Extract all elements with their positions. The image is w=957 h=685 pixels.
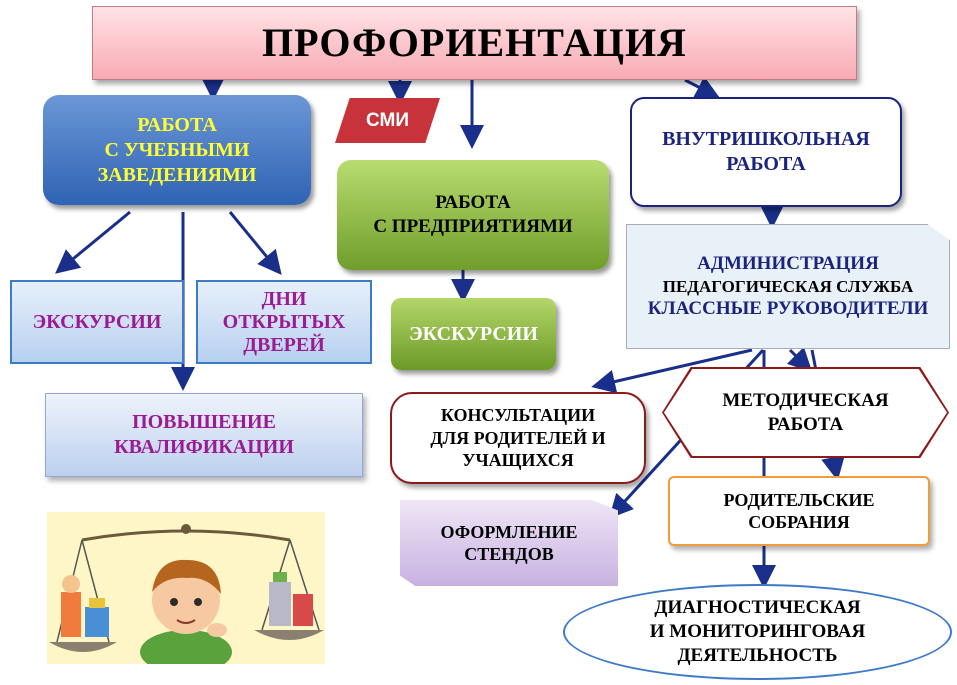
node-stands: ОФОРМЛЕНИЕ СТЕНДОВ [400, 500, 618, 586]
node-open-days: ДНИ ОТКРЫТЫХ ДВЕРЕЙ [196, 280, 372, 364]
node-label: МЕТОДИЧЕСКАЯ РАБОТА [722, 389, 889, 435]
admin-line-administration: АДМИНИСТРАЦИЯ [697, 253, 879, 275]
scales-child-illustration [47, 512, 325, 664]
page-title: ПРОФОРИЕНТАЦИЯ [92, 6, 857, 80]
node-label: РОДИТЕЛЬСКИЕ СОБРАНИЯ [723, 489, 875, 533]
admin-line-class-teachers: КЛАССНЫЕ РУКОВОДИТЕЛИ [647, 298, 929, 320]
node-excursions-schools: ЭКСКУРСИИ [10, 280, 184, 364]
node-label: ВНУТРИШКОЛЬНАЯ РАБОТА [662, 128, 870, 175]
title-text: ПРОФОРИЕНТАЦИЯ [262, 20, 687, 65]
arrow-title-to-inschool [684, 76, 720, 99]
node-media: СМИ [335, 98, 440, 143]
node-work-with-schools: РАБОТА С УЧЕБНЫМИ ЗАВЕДЕНИЯМИ [43, 95, 311, 205]
node-qualification: ПОВЫШЕНИЕ КВАЛИФИКАЦИИ [45, 393, 363, 477]
node-label: ЭКСКУРСИИ [32, 310, 162, 333]
node-label: СМИ [366, 109, 409, 131]
node-label: ПОВЫШЕНИЕ КВАЛИФИКАЦИИ [114, 411, 294, 458]
node-label: ЭКСКУРСИИ [409, 322, 538, 345]
node-in-school-work: ВНУТРИШКОЛЬНАЯ РАБОТА [630, 97, 902, 207]
node-label: ОФОРМЛЕНИЕ СТЕНДОВ [440, 521, 578, 565]
node-label: РАБОТА С ПРЕДПРИЯТИЯМИ [373, 192, 573, 237]
node-diagnostics: ДИАГНОСТИЧЕСКАЯ И МОНИТОРИНГОВАЯ ДЕЯТЕЛЬ… [563, 584, 952, 680]
admin-line-ped-service: ПЕДАГОГИЧЕСКАЯ СЛУЖБА [662, 276, 914, 296]
node-methodical-work: МЕТОДИЧЕСКАЯ РАБОТА [664, 369, 947, 456]
node-administration: АДМИНИСТРАЦИЯ ПЕДАГОГИЧЕСКАЯ СЛУЖБА КЛАС… [626, 224, 950, 349]
arrow-schools-to-excursions [55, 210, 131, 274]
node-label: КОНСУЛЬТАЦИИ ДЛЯ РОДИТЕЛЕЙ И УЧАЩИХСЯ [430, 405, 606, 471]
node-work-with-enterprises: РАБОТА С ПРЕДПРИЯТИЯМИ [337, 160, 609, 270]
arrow-schools-to-open-days [228, 211, 282, 275]
node-consultations: КОНСУЛЬТАЦИИ ДЛЯ РОДИТЕЛЕЙ И УЧАЩИХСЯ [390, 392, 646, 484]
node-excursions-enterprises: ЭКСКУРСИИ [391, 298, 556, 370]
node-label: ДИАГНОСТИЧЕСКАЯ И МОНИТОРИНГОВАЯ ДЕЯТЕЛЬ… [649, 597, 866, 666]
arrow-admin-to-methodical [786, 346, 813, 373]
node-parent-meetings: РОДИТЕЛЬСКИЕ СОБРАНИЯ [668, 476, 930, 546]
node-label: РАБОТА С УЧЕБНЫМИ ЗАВЕДЕНИЯМИ [97, 113, 257, 186]
node-label: ДНИ ОТКРЫТЫХ ДВЕРЕЙ [222, 287, 346, 356]
